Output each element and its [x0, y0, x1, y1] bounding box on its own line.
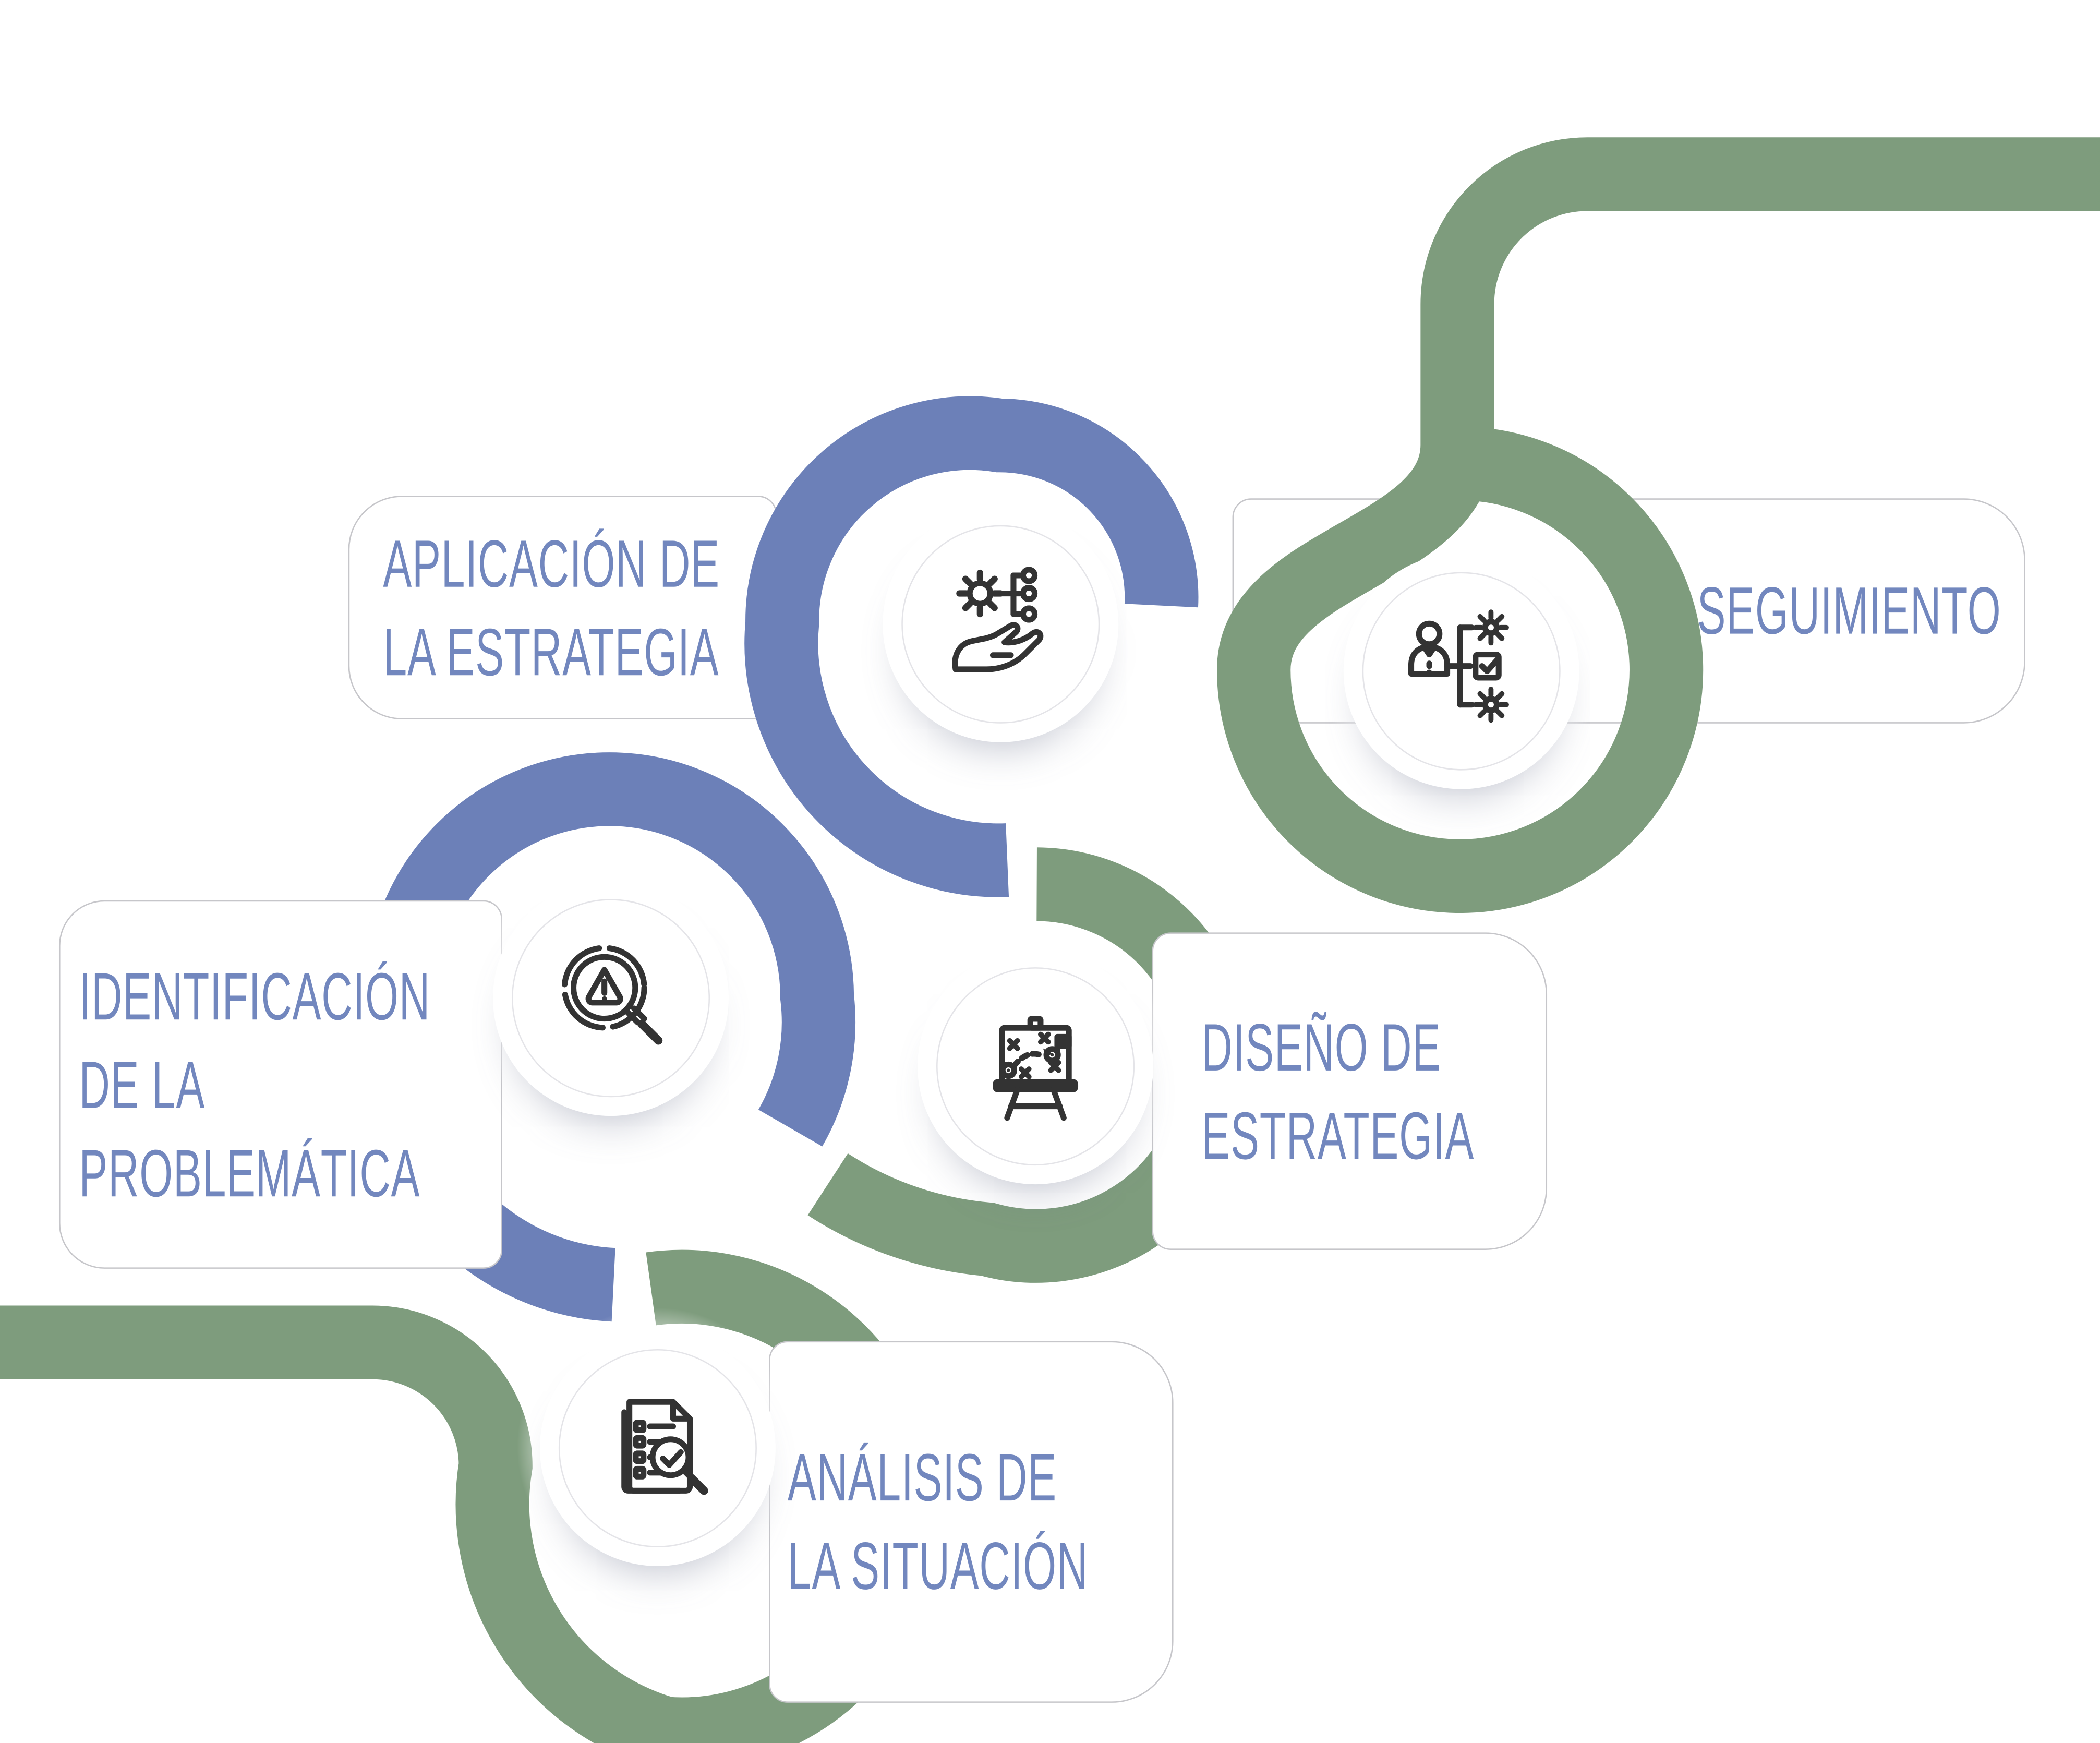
- card-analisis-de-la-situacion: ANÁLISIS DE LA SITUACIÓN: [769, 1341, 1174, 1703]
- node-seguimiento: [1362, 572, 1561, 771]
- card-diseno-de-estrategia: DISEÑO DE ESTRATEGIA: [1152, 932, 1548, 1250]
- card-label: DISEÑO DE ESTRATEGIA: [1201, 1003, 1474, 1180]
- path-step5-green: [1217, 137, 2100, 913]
- label-line: DE LA: [79, 1047, 206, 1122]
- card-identificacion-de-la-problematica: IDENTIFICACIÓN DE LA PROBLEMÁTICA: [58, 900, 502, 1269]
- card-aplicacion-de-la-estrategia: APLICACIÓN DE LA ESTRATEGIA: [348, 496, 777, 720]
- node-identificacion: [511, 899, 710, 1098]
- node-aplicacion: [901, 525, 1100, 724]
- document-check-magnifier-icon: [621, 1399, 708, 1495]
- node-analisis: [558, 1349, 757, 1548]
- hand-gear-network-icon: [952, 567, 1044, 672]
- person-gears-checklist-icon: [1408, 609, 1509, 723]
- label-line: DISEÑO DE: [1201, 1009, 1441, 1085]
- strategy-board-icon: [993, 1016, 1079, 1121]
- node-diseno: [936, 967, 1135, 1166]
- path-step4-blue: [744, 396, 1199, 897]
- magnifier-warning-icon: [561, 945, 663, 1045]
- label-line: ANÁLISIS DE: [787, 1440, 1057, 1516]
